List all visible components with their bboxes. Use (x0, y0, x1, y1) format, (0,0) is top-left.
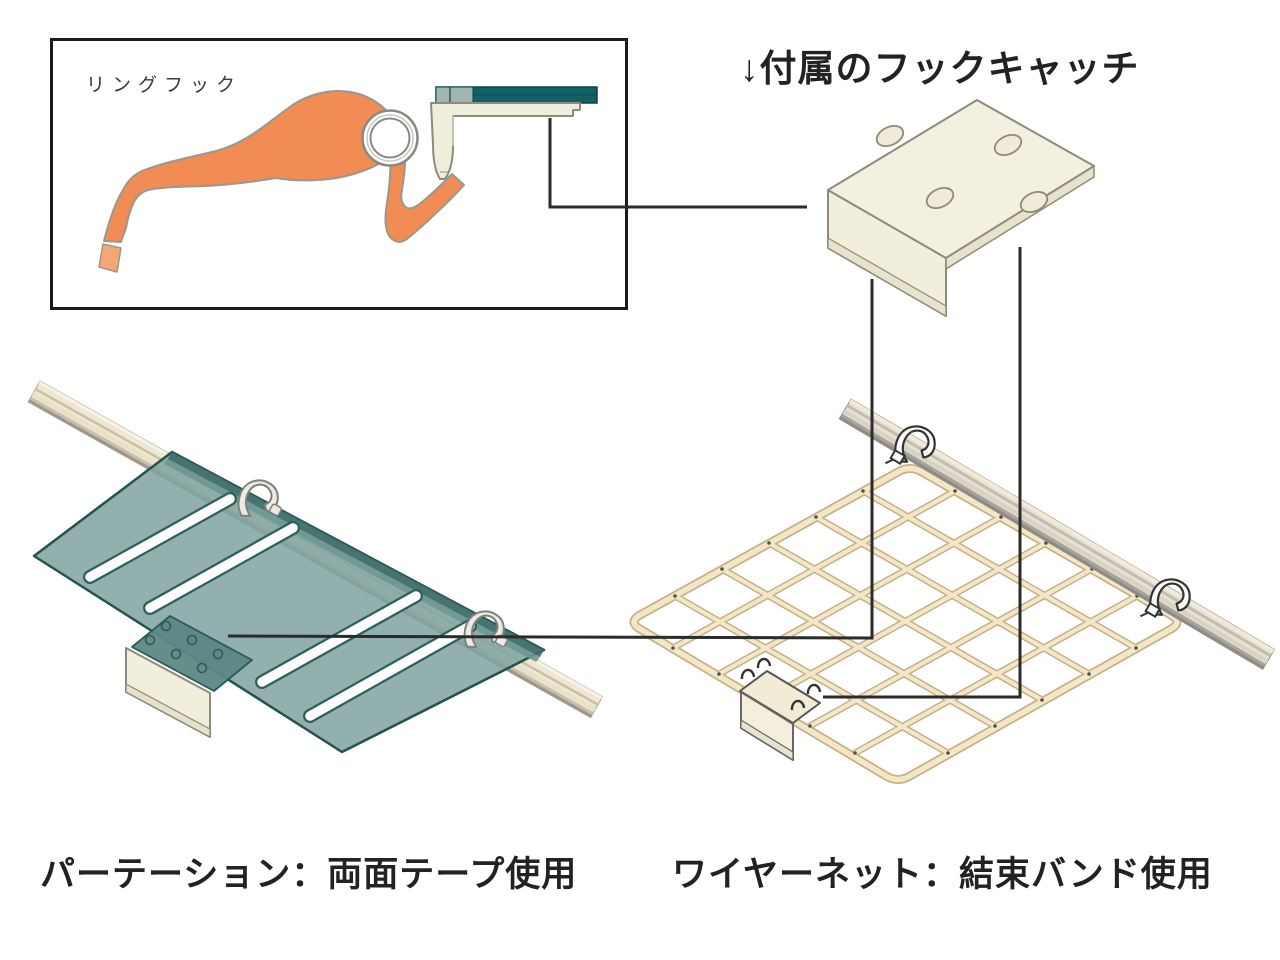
callout-line-sideview-to-3d (548, 118, 807, 209)
hook-catch-on-net (739, 657, 822, 762)
wire-net-illustration (629, 398, 1276, 784)
partition-illustration (27, 380, 604, 754)
ring-hook-label: リングフック (86, 75, 243, 96)
net-rail (838, 398, 1276, 670)
panel-cross-section (435, 86, 598, 104)
ring-icon (361, 109, 419, 167)
partition-slots (83, 492, 477, 723)
hook-catch-on-partition (125, 615, 253, 739)
partition-panel (32, 450, 546, 754)
wire-grid (629, 464, 1182, 784)
wire-net-caption: ワイヤーネット：結束バンド使用 (672, 855, 1213, 894)
cable-tie-clip-icon (884, 425, 1191, 618)
hook-catch-3d (827, 99, 1095, 318)
cable-tie-loops (740, 657, 822, 711)
partition-caption: パーテーション：両面テープ使用 (40, 855, 578, 894)
bracket-holes (875, 125, 1049, 213)
ring-hook-side-view (98, 86, 807, 273)
hook-catch-heading: ↓付属のフックキャッチ (740, 48, 1140, 89)
callout-line-partition (227, 279, 874, 640)
callout-line-wirenet (823, 247, 1022, 699)
hook-catch-side-view (430, 102, 581, 180)
